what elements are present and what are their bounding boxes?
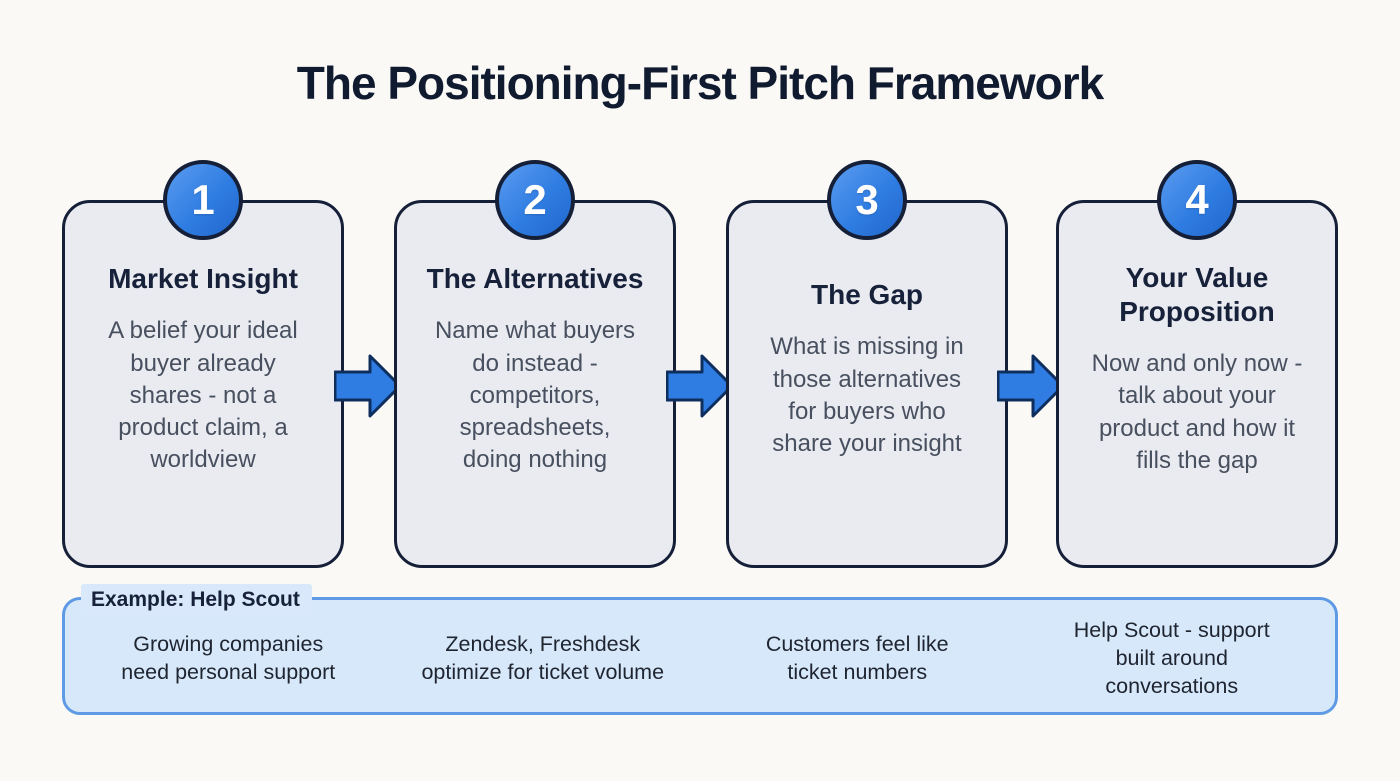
step-card-the-alternatives: 2 The Alternatives Name what buyers do i… <box>394 160 676 568</box>
arrow-right-icon <box>666 354 734 418</box>
example-item-alternatives: Zendesk, Freshdesk optimize for ticket v… <box>421 632 665 684</box>
step-number-3: 3 <box>855 176 879 223</box>
step-heading-2: The Alternatives <box>426 262 644 294</box>
step-heading-1: Market Insight <box>108 262 298 294</box>
step-number-2: 2 <box>523 176 547 223</box>
step-body-3: What is missing in those alternatives fo… <box>770 333 964 457</box>
example-item-market-insight: Growing companies need personal support <box>121 632 336 684</box>
step-card-the-gap: 3 The Gap What is missing in those alter… <box>726 160 1008 568</box>
example-items-row: Growing companies need personal support … <box>65 600 1335 712</box>
arrow-right-icon <box>334 354 402 418</box>
step-number-1: 1 <box>191 176 215 223</box>
example-item-value-proposition: Help Scout - support built around conver… <box>1073 618 1270 698</box>
example-item-gap: Customers feel like ticket numbers <box>765 632 949 684</box>
step-body-2: Name what buyers do instead - competitor… <box>434 317 636 474</box>
step-heading-4: Your Value Proposition <box>1119 262 1275 327</box>
example-label: Example: Help Scout <box>81 584 312 616</box>
step-number-badge-3: 3 <box>827 160 907 240</box>
step-card-market-insight: 1 Market Insight A belief your ideal buy… <box>62 160 344 568</box>
page-title: The Positioning-First Pitch Framework <box>296 57 1104 109</box>
step-number-4: 4 <box>1185 176 1209 223</box>
example-panel: Example: Help Scout Growing companies ne… <box>62 584 1338 715</box>
step-heading-3: The Gap <box>810 278 923 310</box>
step-number-badge-2: 2 <box>495 160 575 240</box>
step-body-1: A belief your ideal buyer already shares… <box>108 317 298 474</box>
step-number-badge-4: 4 <box>1157 160 1237 240</box>
step-number-badge-1: 1 <box>163 160 243 240</box>
step-card-value-proposition: 4 Your Value Proposition Now and only no… <box>1056 160 1338 568</box>
step-body-4: Now and only now - talk about your produ… <box>1091 350 1303 474</box>
arrow-right-icon <box>997 354 1065 418</box>
